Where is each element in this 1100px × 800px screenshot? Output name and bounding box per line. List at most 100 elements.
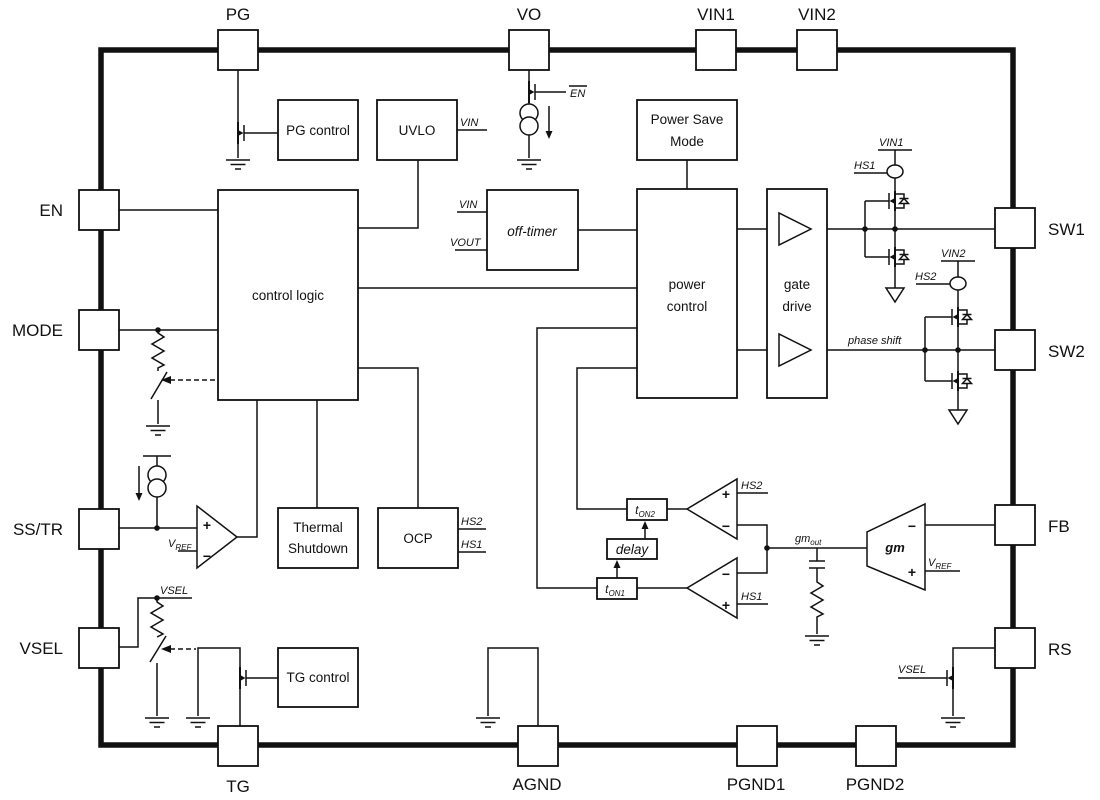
sw2-lowside-fet-icon: [943, 370, 973, 392]
arrowhead: [161, 645, 171, 653]
block-gate-drive: [766, 188, 828, 399]
pin-label-vo: VO: [517, 5, 542, 24]
junction-dot: [892, 226, 898, 232]
sw1-lowside-fet-icon: [880, 246, 910, 268]
resistor-icon: [809, 580, 825, 634]
vo-current-source-icon: [519, 103, 539, 136]
label-power-save-1: Power Save: [651, 112, 724, 127]
ground-icon: [475, 717, 501, 728]
label-vin-uvlo: VIN: [460, 117, 478, 129]
hs2-sense-icon: [949, 276, 967, 291]
label-gm: gm: [884, 540, 905, 555]
label-hs1-bridge: HS1: [854, 160, 875, 172]
label-vin2-bridge: VIN2: [941, 248, 965, 260]
pin-pgnd2: [855, 725, 897, 767]
ground-arrow-icon: [947, 409, 969, 426]
pin-label-sw2: SW2: [1048, 342, 1085, 361]
junction-dot: [155, 327, 161, 333]
pin-label-pg: PG: [226, 5, 251, 24]
block-off-timer: [486, 189, 579, 271]
label-hs1-ocp: HS1: [461, 539, 482, 551]
vo-mosfet-icon: [528, 80, 544, 104]
wires: [119, 70, 995, 726]
pin-label-mode: MODE: [12, 321, 63, 340]
resistor-icon: [149, 598, 165, 638]
sstr-amp-plus: +: [203, 517, 211, 533]
label-power-control-1: power: [669, 277, 706, 292]
label-ton2: tON2: [635, 503, 655, 519]
buffer-icon: [778, 332, 813, 368]
sw1-highside-fet-icon: [880, 190, 910, 212]
junction-dot: [764, 545, 770, 551]
sstr-amplifier-icon: [196, 504, 239, 570]
junction-dot: [922, 347, 928, 353]
label-vref-sstr: VREF: [168, 538, 192, 552]
block-pg-control: [277, 99, 359, 161]
label-control-logic: control logic: [252, 288, 324, 303]
junction-dot: [862, 226, 868, 232]
ground-icon: [804, 635, 830, 646]
gm-amplifier-icon: [866, 502, 926, 592]
block-power-control: [636, 188, 738, 399]
block-thermal-shutdown: [277, 507, 359, 569]
pin-pgnd1: [736, 725, 778, 767]
label-power-save-2: Mode: [670, 134, 704, 149]
capacitor-icon: [809, 548, 825, 580]
comp1-minus: −: [722, 518, 730, 534]
sw2-highside-fet-icon: [943, 306, 973, 328]
pin-vo: [508, 29, 550, 71]
pin-label-en: EN: [39, 201, 63, 220]
hs1-sense-icon: [886, 164, 904, 179]
comp1-plus: +: [722, 486, 730, 502]
label-gm-out: gmout: [795, 533, 822, 547]
arrowhead: [641, 521, 649, 529]
arrowhead: [135, 493, 143, 501]
pin-label-agnd: AGND: [512, 775, 561, 794]
junction-dot: [955, 347, 961, 353]
junction-dot: [154, 525, 160, 531]
junction-dot: [154, 595, 160, 601]
ground-arrow-icon: [884, 287, 906, 304]
pin-tg: [217, 725, 259, 767]
pg-mosfet-icon: [237, 121, 253, 145]
label-vsel-rs: VSEL: [898, 664, 926, 676]
block-tg-control: [277, 647, 359, 708]
block-delay: [606, 538, 658, 560]
label-ton1: tON1: [605, 582, 625, 598]
ground-icon: [225, 159, 251, 170]
label-delay: delay: [616, 542, 650, 557]
block-ton2: [626, 498, 668, 521]
tg-mosfet-icon: [239, 666, 255, 690]
label-hs2-bridge: HS2: [915, 271, 936, 283]
pin-label-tg: TG: [226, 777, 250, 796]
label-en-bar: EN: [570, 88, 585, 100]
arrowhead: [545, 131, 553, 139]
pin-sw2: [994, 329, 1036, 371]
pin-label-vsel: VSEL: [20, 639, 63, 658]
sstr-amp-minus: −: [203, 548, 211, 564]
pin-mode: [78, 309, 120, 351]
pin-pg: [217, 29, 259, 71]
ground-icon: [516, 159, 542, 170]
arrowhead: [161, 376, 171, 384]
pin-sw1: [994, 207, 1036, 249]
pin-vin2: [796, 29, 838, 71]
pin-fb: [994, 504, 1036, 546]
pin-label-pgnd2: PGND2: [846, 775, 905, 794]
label-hs2-ocp: HS2: [461, 516, 482, 528]
label-thermal-1: Thermal: [293, 520, 343, 535]
sstr-current-source-icon: [147, 465, 167, 498]
pin-vsel: [78, 627, 120, 669]
ground-icon: [185, 717, 211, 728]
switch-icon: [150, 371, 168, 400]
label-ocp: OCP: [403, 531, 432, 546]
comp2-plus: +: [722, 597, 730, 613]
comparator1-icon: [685, 477, 738, 541]
pin-vin1: [695, 29, 737, 71]
pin-label-pgnd1: PGND1: [727, 775, 786, 794]
label-vref-gm: VREF: [928, 557, 952, 571]
arrowhead: [613, 560, 621, 568]
ground-icon: [145, 425, 171, 436]
